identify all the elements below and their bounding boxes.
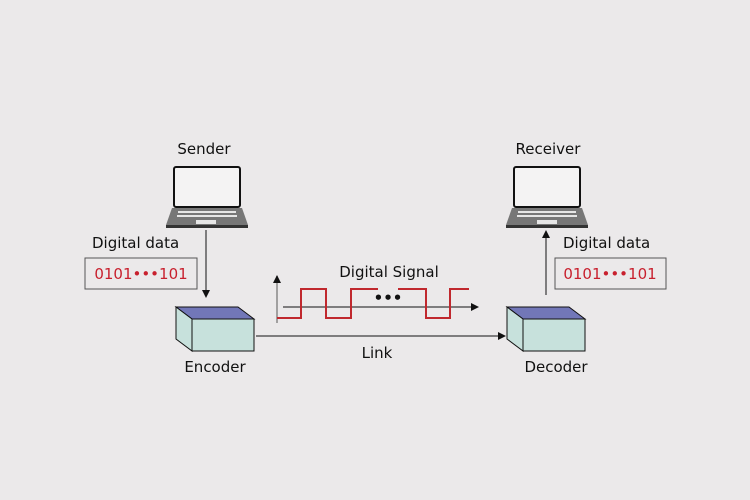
encoder-label: Encoder [184,358,246,376]
sender-label: Sender [177,140,231,158]
sender-data-label: Digital data [92,234,179,252]
decoder-box [505,306,587,352]
encoder-box [174,306,256,352]
signal-label: Digital Signal [339,263,439,281]
receiver-label: Receiver [516,140,582,158]
link-label: Link [362,344,393,362]
receiver-bits: 0101•••101 [563,265,656,283]
sender-bits-box [84,257,198,290]
signal-waveform-left [277,288,378,319]
receiver-laptop-icon [506,166,588,228]
signal-ellipsis: ••• [374,289,403,307]
sender-bits: 0101•••101 [94,265,187,283]
sender-laptop-icon [166,166,248,228]
decoder-label: Decoder [524,358,588,376]
receiver-bits-box [554,257,667,290]
receiver-data-label: Digital data [563,234,650,252]
signal-waveform-right [398,288,469,319]
